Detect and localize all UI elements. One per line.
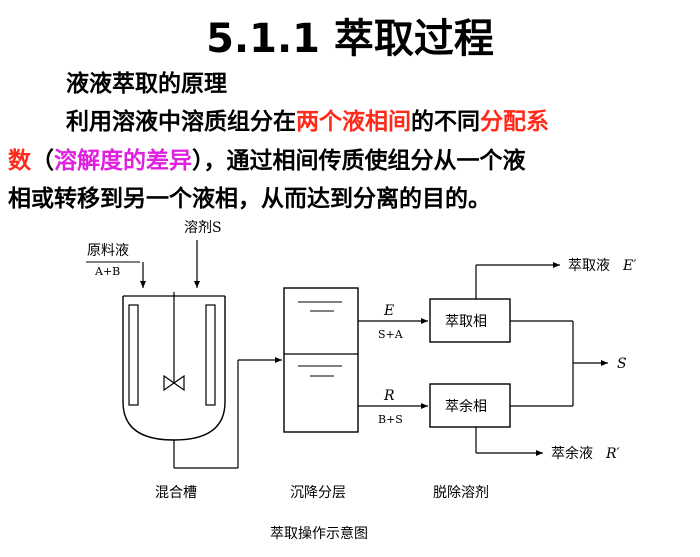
extract-phase-box: 萃取相 — [429, 298, 511, 343]
agitator-impeller — [163, 374, 185, 392]
highlight-two-phases: 两个液相间 — [296, 109, 411, 135]
extract-liquid-outlet: 萃取液 E′ — [475, 258, 637, 299]
mixer-label: 混合槽 — [155, 485, 197, 501]
raffinate-liquid-symbol: R′ — [605, 446, 621, 462]
section-heading: 液液萃取的原理 — [66, 71, 227, 97]
diagram-caption: 萃取操作示意图 — [270, 525, 368, 542]
stream-R: R — [383, 388, 395, 404]
highlight-coefficient: 数 — [8, 148, 31, 174]
raffinate-phase-box: 萃余相 — [429, 383, 511, 428]
raffinate-stream: R B+S — [358, 388, 428, 426]
extract-phase-label: 萃取相 — [445, 314, 487, 330]
mixer-tank: 混合槽 — [122, 292, 282, 501]
paragraph-line-3: 相或转移到另一个液相，从而达到分离的目的。 — [8, 186, 491, 212]
highlight-solubility: 溶解度的差异 — [54, 148, 192, 174]
feed-composition: A+B — [94, 265, 120, 278]
settler: 沉降分层 — [283, 287, 359, 501]
feed-label: 原料液 — [87, 243, 129, 259]
settler-label: 沉降分层 — [290, 485, 346, 501]
page-title: 5.1.1 萃取过程 — [206, 16, 494, 62]
solvent-recovery: S 脱除溶剂 — [433, 320, 627, 501]
extract-liquid-symbol: E′ — [622, 258, 637, 274]
stream-E: E — [383, 303, 394, 319]
extract-liquid-label: 萃取液 — [568, 258, 610, 274]
stream-R-composition: B+S — [378, 413, 403, 426]
solvent-inlet: 溶剂S — [184, 220, 222, 288]
raffinate-phase-label: 萃余相 — [445, 398, 487, 415]
stream-E-composition: S+A — [378, 328, 404, 341]
solvent-out-S: S — [617, 356, 627, 372]
text-run: 的不同 — [411, 109, 480, 135]
highlight-distribution: 分配系 — [480, 109, 549, 135]
right-baffle — [205, 304, 216, 406]
raffinate-liquid-label: 萃余液 — [551, 445, 593, 462]
removal-label: 脱除溶剂 — [433, 485, 489, 501]
extract-stream: E S+A — [358, 303, 428, 341]
paragraph-line-1: 利用溶液中溶质组分在两个液相间的不同分配系 — [66, 102, 549, 136]
feed-inlet: 原料液 A+B — [86, 243, 146, 288]
text-run: （ — [31, 148, 54, 174]
paragraph-line-2: 数（溶解度的差异），通过相间传质使组分从一个液 — [8, 141, 526, 175]
text-run: ），通过相间传质使组分从一个液 — [192, 148, 526, 174]
left-baffle — [128, 304, 139, 406]
solvent-label: 溶剂S — [184, 220, 222, 236]
raffinate-liquid-outlet: 萃余液 R′ — [475, 427, 621, 462]
text-run: 利用溶液中溶质组分在 — [66, 109, 296, 135]
